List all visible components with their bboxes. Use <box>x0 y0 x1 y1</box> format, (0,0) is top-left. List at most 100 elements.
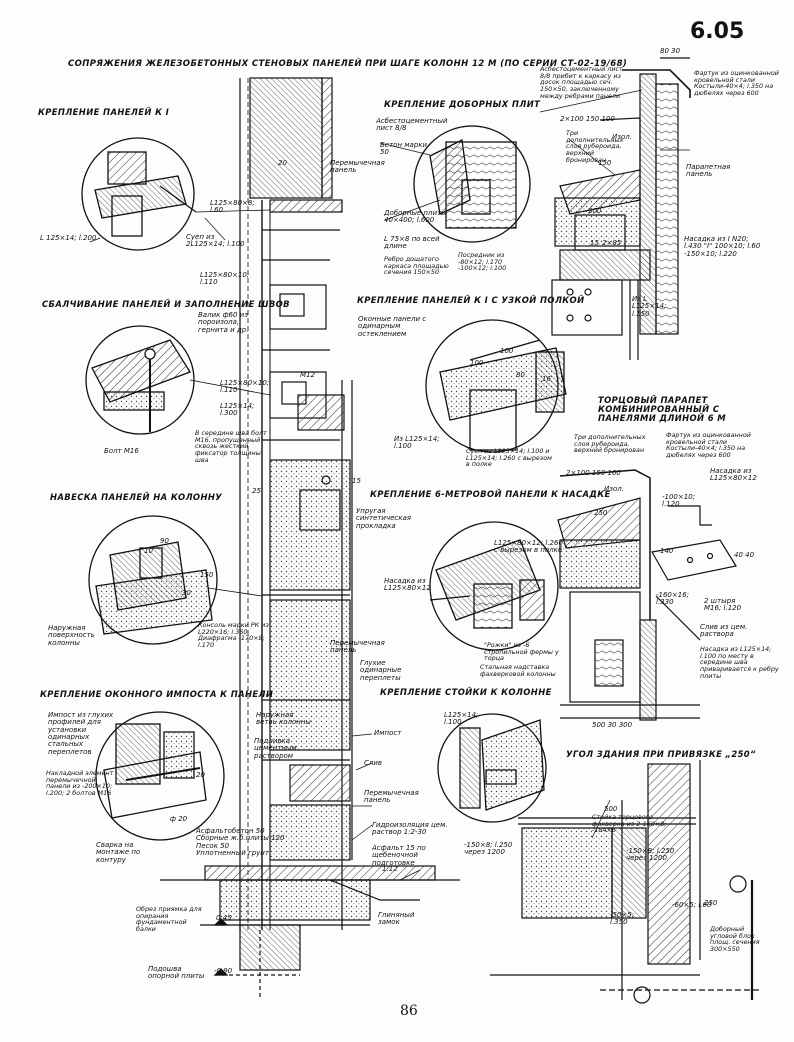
heading-end-parapet: ТОРЦОВЫЙ ПАРАПЕТ КОМБИНИРОВАННЫЙ С ПАНЕЛ… <box>598 395 727 423</box>
dim-2x100b: 2×100 150 100 <box>566 469 621 477</box>
dim-4040: 40 40 <box>734 551 755 559</box>
label-extra-plates-40: Доборные плиты 40×400; l.600 <box>384 209 447 225</box>
label-corner-50x5: -50×5; l.350 <box>610 911 635 927</box>
dim-20c: 20 <box>196 771 205 779</box>
heading-panels-to-i: КРЕПЛЕНИЕ ПАНЕЛЕЙ К I <box>38 107 170 117</box>
heading-caulking: СБАЛЧИВАНИЕ ПАНЕЛЕЙ И ЗАПОЛНЕНИЕ ШВОВ <box>42 299 290 309</box>
label-foot: Подошва опорной плиты <box>148 965 205 981</box>
label-tilt-element: Накладной элемент перемычечной панели из… <box>46 769 114 798</box>
label-rozhki: "Рожки" из -6 стропильной фермы у торца <box>484 641 559 663</box>
dim-16: 16 <box>542 375 551 383</box>
detail-circle-4 <box>95 711 225 841</box>
label-cut-note: Обрез приямка для опирания фундаментной … <box>136 905 202 934</box>
main-title: СОПРЯЖЕНИЯ ЖЕЛЕЗОБЕТОННЫХ СТЕНОВЫХ ПАНЕЛ… <box>68 59 628 69</box>
label-outer-branch: Наружная ветвь колонны <box>256 711 311 727</box>
label-dim-1601: -160×16; l.330 <box>656 591 690 607</box>
detail-circle-1 <box>81 137 271 251</box>
dim-corner-500: 500 <box>604 805 618 813</box>
label-impost-from: Импост из глухих профилей для установки … <box>48 711 114 756</box>
label-console: Консоль марки РК из L220×16; l.360 Диафр… <box>198 621 269 650</box>
label-nasadka-d: Насадка из L125×14; l.100 по месту в сер… <box>700 645 779 680</box>
label-l125x80x12-260: L125×80×12; l.260 с вырезом в полке <box>494 539 563 555</box>
dim-500-30-300: 500 30 300 <box>592 721 633 729</box>
label-parapet-panel: Парапетная панель <box>686 163 731 179</box>
label-apron-b: Фартук из оцинкованной кровельной стали … <box>666 431 751 460</box>
dim-15: 15 <box>352 477 361 485</box>
dim-m090: -0.90 <box>214 967 233 975</box>
label-asphalt-15: Асфальт 15 по щебеночной подготовке <box>372 844 426 867</box>
heading-six-m-panel: КРЕПЛЕНИЕ 6-МЕТРОВОЙ ПАНЕЛИ К НАСАДКЕ <box>370 489 611 499</box>
label-nasadka: Насадка из I N20; l.430 "I" 100×10; l.60… <box>684 235 761 258</box>
label-middle-seam: В середине шва болт М16, пропущенный скв… <box>195 429 267 464</box>
dim-90: 90 <box>160 537 169 545</box>
label-three-layers-b: Три дополнительных слоя рубероида, верхн… <box>574 433 646 455</box>
detail-circle-8 <box>437 713 547 823</box>
dim-20a: 20 <box>278 159 287 167</box>
detail-circle-7 <box>429 521 559 651</box>
sheet-number: 6.05 <box>690 19 745 44</box>
dim-15b: 15 <box>590 239 599 247</box>
label-rib: Ребро дощатого каркаса площадью сечения … <box>384 255 449 277</box>
parapet-detail <box>551 57 691 360</box>
label-nasadka-c: Насадка из L125×80×12 <box>384 577 431 593</box>
dim-140: 140 <box>660 547 674 555</box>
label-corner-60x5: -60×5; l.60 <box>672 901 712 909</box>
dim-2x100: 2×100 150 100 <box>560 115 615 123</box>
dim-80: 80 <box>516 371 525 379</box>
label-bolt-m16: Болт М16 <box>104 447 139 455</box>
label-lintel-panel: Перемычечная панель <box>330 159 385 175</box>
label-shims: Посредник из -80×12; l.170 -100×12; l.10… <box>458 251 507 273</box>
label-l125x14-100: Из L125×14; l.100 <box>394 435 440 451</box>
label-clip-2l: Суеп из 2L125×14; l.100 <box>186 233 245 249</box>
label-oconnye-panels: Оконные панели с одинарным остеклением <box>358 315 427 338</box>
dim-f20: ф 20 <box>170 815 188 823</box>
dim-100b: 100 <box>500 347 514 355</box>
label-three-layers: Три дополнительных слоя рубероида, верхн… <box>566 129 624 164</box>
label-elastic-pad: Упругая синтетическая прокладка <box>356 507 412 530</box>
label-l125x80x10: L125×80×10; l.110 <box>200 271 250 287</box>
label-l125x80x10-b: L125×80×10; l.110 <box>220 379 270 395</box>
label-drain-cem: Слив из цем. раствора <box>700 623 748 639</box>
dim-30: 30 <box>182 589 191 597</box>
central-column <box>239 77 353 930</box>
label-corner-150x8: -150×8; l.250 через 1200 <box>626 847 675 863</box>
label-drain: Слив <box>364 759 383 767</box>
dim-250b: 250 <box>704 899 718 907</box>
label-blind-bindings: Глухие одинарные переплеты <box>360 659 402 682</box>
label-steel-nasadka: Стальная надставка фахверковой колонны <box>480 663 556 678</box>
heading-window-mullion: КРЕПЛЕНИЕ ОКОННОГО ИМПОСТА К ПАНЕЛИ <box>40 689 274 699</box>
detail-circle-3 <box>88 515 263 645</box>
detail-circle-6 <box>425 319 567 453</box>
label-apron: Фартук из оцинкованной кровельной стали … <box>694 69 779 98</box>
label-weld-note: Сварка на монтаже по контуру <box>96 841 141 864</box>
label-dim-100x10: -100×10; l.120 <box>662 493 696 509</box>
dim-250: 250 <box>594 509 608 517</box>
label-outer-surface: Наружная поверхность колонны <box>48 624 95 647</box>
heading-post-to-column: КРЕПЛЕНИЕ СТОЙКИ К КОЛОННЕ <box>380 687 552 697</box>
heading-narrow-flange: КРЕПЛЕНИЕ ПАНЕЛЕЙ К I С УЗКОЙ ПОЛКОЙ <box>357 295 585 305</box>
heading-extra-plates: КРЕПЛЕНИЕ ДОБОРНЫХ ПЛИТ <box>384 99 541 109</box>
label-l125x14-300: L125×14; l.300 <box>220 402 255 418</box>
label-concrete-50: Бетон марки 50 <box>380 141 428 157</box>
heading-corner: УГОЛ ЗДАНИЯ ПРИ ПРИВЯЗКЕ „250“ <box>566 749 756 759</box>
dim-25: 25 <box>252 487 261 495</box>
label-insul-b: Изол. <box>604 485 624 493</box>
detail-circle-2 <box>85 325 271 435</box>
label-clay-lock: Глиняный замок <box>378 911 415 927</box>
dim-045: 0.45 <box>216 914 232 922</box>
label-slope: 1:12 <box>382 865 398 873</box>
label-m12: M12 <box>300 371 315 379</box>
label-l75x8: L 75×8 по всей длине <box>384 235 440 251</box>
end-parapet-detail <box>557 469 737 721</box>
foundation <box>160 865 460 1000</box>
label-corner-stoika: Стойка торцового фахверка из 2-160×8; -1… <box>592 813 667 835</box>
heading-hanging: НАВЕСКА ПАНЕЛЕЙ НА КОЛОННУ <box>50 492 223 502</box>
corner-detail <box>490 760 760 1004</box>
label-corner-block: Доборный угловой блок площ. сечения 300×… <box>710 925 760 954</box>
detail-circle-5 <box>413 125 531 243</box>
dim-150b: 150 <box>598 159 612 167</box>
dim-100a: 100 <box>470 359 484 367</box>
label-l-l125x14-150: Из L L125×14; l.150 <box>632 295 667 318</box>
